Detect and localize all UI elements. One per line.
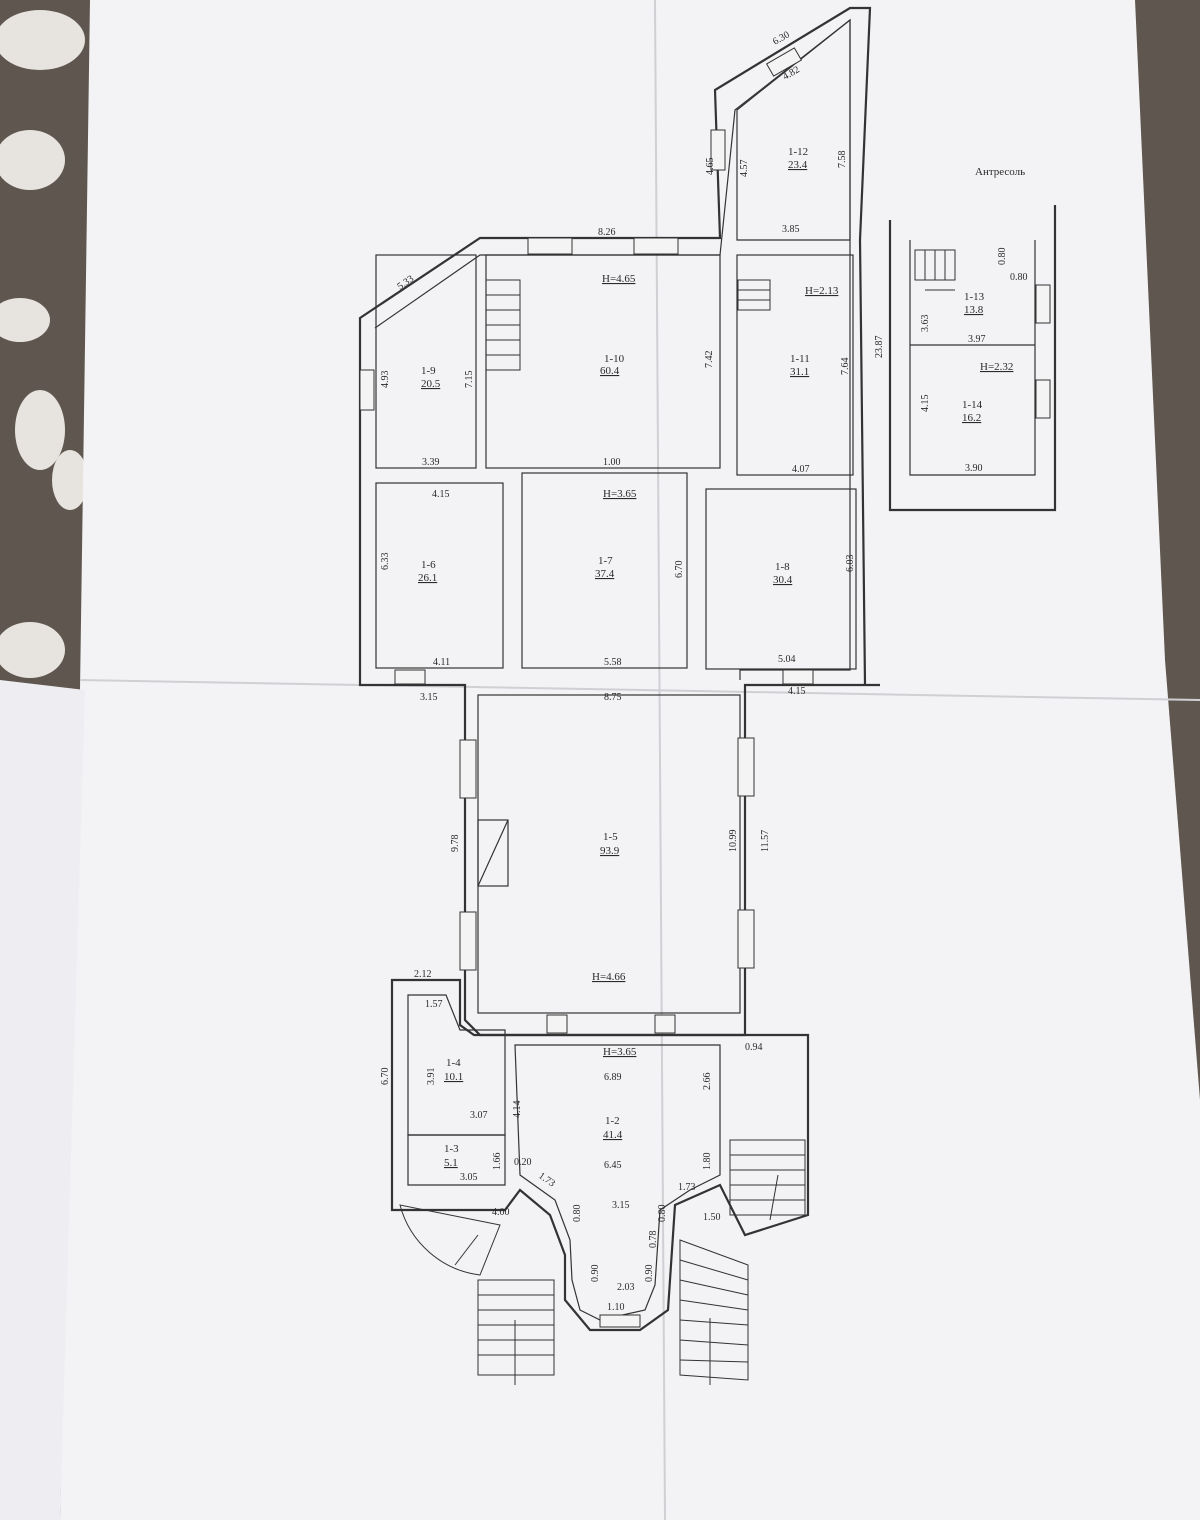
dim-1-80: 1.80 [702,1153,713,1171]
dim-0-80-b: 0.80 [657,1205,668,1223]
dim-3-07: 3.07 [470,1110,488,1121]
dim-7-64: 7.64 [840,358,851,376]
dim-0-78: 0.78 [648,1231,659,1249]
room-id-1-14: 1-14 [962,399,983,411]
dim-4-00: 4.00 [492,1207,510,1218]
dim-0-90-a: 0.90 [590,1265,601,1283]
dim-1-00: 1.00 [603,457,621,468]
room-area-1-14: 16.2 [962,412,981,424]
dim-1-66: 1.66 [492,1153,503,1171]
dim-23-87: 23.87 [874,336,885,359]
dim-6-89: 6.89 [604,1072,622,1083]
mezz-dim-2: 0.80 [1010,272,1028,283]
height-1-10: H=4.65 [602,273,636,285]
room-area-1-3: 5.1 [444,1157,458,1169]
dim-1-57: 1.57 [425,999,443,1010]
mezzanine-title: Антресоль [975,166,1025,178]
room-id-1-3: 1-3 [444,1143,459,1155]
dim-0-80-a: 0.80 [572,1205,583,1223]
mezzanine-plan [888,205,1057,512]
dim-1-10: 1.10 [607,1302,625,1313]
dim-3-91: 3.91 [426,1068,437,1086]
dim-6-45: 6.45 [604,1160,622,1171]
dim-7-42: 7.42 [704,351,715,369]
dim-6-33: 6.33 [380,553,391,571]
dim-4-14: 4.14 [512,1101,523,1119]
dim-7-15: 7.15 [464,371,475,389]
main-walls [358,6,880,1385]
dim-3-39: 3.39 [422,457,440,468]
room-area-1-13: 13.8 [964,304,984,316]
room-id-1-2: 1-2 [605,1115,620,1127]
dim-2-03: 2.03 [617,1282,635,1293]
height-1-2: H=3.65 [603,1046,637,1058]
dim-8-75: 8.75 [604,692,622,703]
room-area-1-5: 93.9 [600,845,620,857]
dim-6-03: 6.03 [845,555,856,573]
room-id-1-5: 1-5 [603,831,618,843]
dim-1-73-b: 1.73 [678,1182,696,1193]
mezz-dim-3: 3.63 [920,315,931,333]
dim-1-50: 1.50 [703,1212,721,1223]
room-area-1-10: 60.4 [600,365,620,377]
staircase [399,279,806,1385]
dim-11-57: 11.57 [760,830,771,852]
dim-5-04: 5.04 [778,654,796,665]
plan-labels: Антресоль 1-13 13.8 1-14 16.2 H=2.32 0.8… [380,29,1028,1313]
dim-7-58: 7.58 [837,151,848,169]
room-id-1-11: 1-11 [790,353,810,365]
mezz-dim-6: 3.90 [965,463,983,474]
room-area-1-6: 26.1 [418,572,437,584]
room-id-1-9: 1-9 [421,365,436,377]
room-area-1-4: 10.1 [444,1071,463,1083]
room-id-1-12: 1-12 [788,146,808,158]
dim-3-85: 3.85 [782,224,800,235]
dim-8-26: 8.26 [598,227,616,238]
mezzanine-height: H=2.32 [980,361,1013,373]
room-area-1-8: 30.4 [773,574,793,586]
mezz-dim-5: 4.15 [920,395,931,413]
dim-3-15-b: 3.15 [612,1200,630,1211]
dim-2-66: 2.66 [702,1073,713,1091]
dim-4-07: 4.07 [792,464,810,475]
dim-6-70-b: 6.70 [380,1068,391,1086]
dim-4-93: 4.93 [380,371,391,389]
dim-5-58: 5.58 [604,657,622,668]
dim-0-90-b: 0.90 [644,1265,655,1283]
mezz-dim-4: 3.97 [968,334,986,345]
height-1-5: H=4.66 [592,971,626,983]
room-id-1-8: 1-8 [775,561,790,573]
room-id-1-10: 1-10 [604,353,625,365]
room-id-1-13: 1-13 [964,291,985,303]
room-area-1-9: 20.5 [421,378,441,390]
dim-4-11: 4.11 [433,657,450,668]
room-area-1-7: 37.4 [595,568,615,580]
dim-2-12: 2.12 [414,969,432,980]
dim-0-20: 0.20 [514,1157,532,1168]
room-area-1-12: 23.4 [788,159,808,171]
height-1-11: H=2.13 [805,285,839,297]
dim-3-05: 3.05 [460,1172,478,1183]
dim-3-15-a: 3.15 [420,692,438,703]
dim-9-78: 9.78 [450,835,461,853]
dim-4-57: 4.57 [739,160,750,178]
dim-4-65: 4.65 [705,158,716,176]
height-1-7: H=3.65 [603,488,637,500]
dim-4-15-a: 4.15 [432,489,450,500]
room-id-1-6: 1-6 [421,559,436,571]
room-id-1-4: 1-4 [446,1057,461,1069]
dim-0-94: 0.94 [745,1042,763,1053]
dim-4-15-b: 4.15 [788,686,806,697]
dim-10-99: 10.99 [728,830,739,853]
room-area-1-2: 41.4 [603,1129,623,1141]
room-id-1-7: 1-7 [598,555,613,567]
room-area-1-11: 31.1 [790,366,809,378]
dim-6-70-a: 6.70 [674,561,685,579]
mezz-dim-1: 0.80 [997,248,1008,266]
